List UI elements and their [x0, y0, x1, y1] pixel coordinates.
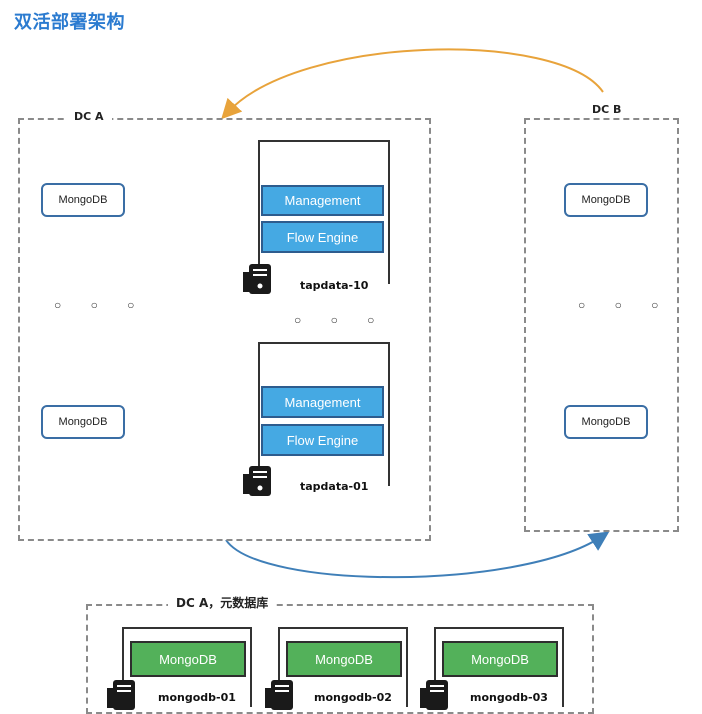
flow-engine-bar: Flow Engine — [261, 424, 384, 456]
dc-b-mongodb-node-1: MongoDB — [564, 183, 648, 217]
server-frame-tapdata-01 — [258, 342, 390, 486]
server-name-tapdata-01: tapdata-01 — [300, 480, 369, 493]
dc-a-box — [18, 118, 431, 541]
orange-sync-arrow — [221, 48, 604, 120]
flow-engine-bar: Flow Engine — [261, 221, 384, 253]
server-icon — [107, 680, 135, 710]
server-name-tapdata-10: tapdata-10 — [300, 279, 369, 292]
meta-db-label: DC A，元数据库 — [168, 594, 277, 611]
meta-node-name-2: mongodb-02 — [314, 691, 392, 704]
meta-node-name-3: mongodb-03 — [470, 691, 548, 704]
meta-node-frame-2 — [278, 627, 408, 707]
dc-b-label: DC B — [584, 103, 630, 116]
dc-a-mongodb-node-1: MongoDB — [41, 183, 125, 217]
dc-a-label: DC A — [66, 110, 112, 123]
server-ellipsis: ○ ○ ○ — [294, 313, 388, 327]
management-bar: Management — [261, 386, 384, 418]
management-bar: Management — [261, 185, 384, 216]
meta-mongodb-bar-1: MongoDB — [130, 641, 246, 677]
blue-sync-arrow — [225, 531, 610, 579]
server-icon — [243, 466, 271, 496]
dc-a-ellipsis: ○ ○ ○ — [54, 298, 148, 312]
meta-node-name-1: mongodb-01 — [158, 691, 236, 704]
dc-b-mongodb-node-2: MongoDB — [564, 405, 648, 439]
meta-mongodb-bar-2: MongoDB — [286, 641, 402, 677]
server-frame-tapdata-10 — [258, 140, 390, 284]
server-icon — [265, 680, 293, 710]
dc-b-box — [524, 118, 679, 532]
meta-node-frame-3 — [434, 627, 564, 707]
server-icon — [420, 680, 448, 710]
page-title: 双活部署架构 — [14, 12, 125, 33]
meta-node-frame-1 — [122, 627, 252, 707]
server-icon — [243, 264, 271, 294]
dc-b-ellipsis: ○ ○ ○ — [578, 298, 672, 312]
meta-mongodb-bar-3: MongoDB — [442, 641, 558, 677]
dc-a-mongodb-node-2: MongoDB — [41, 405, 125, 439]
